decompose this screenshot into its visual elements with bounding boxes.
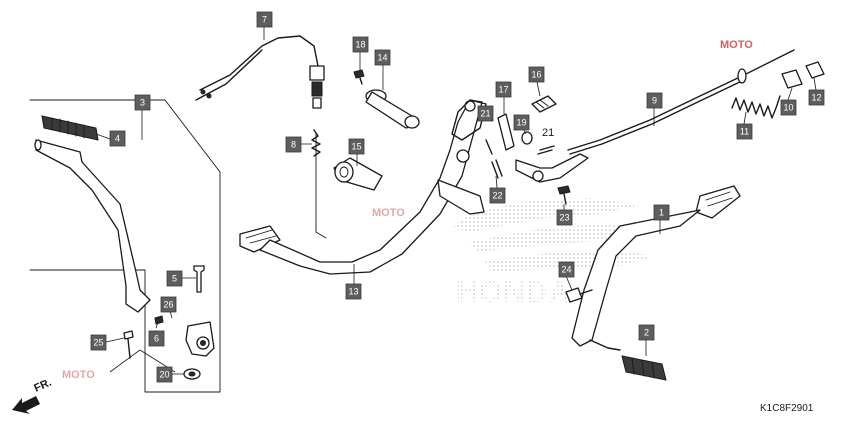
svg-text:3: 3 (140, 98, 145, 108)
svg-text:8: 8 (291, 140, 296, 150)
svg-text:25: 25 (93, 338, 103, 348)
kick-pin (193, 265, 205, 293)
callout-2[interactable]: 2 (638, 324, 655, 341)
svg-text:10: 10 (783, 103, 793, 113)
washer-20 (183, 368, 201, 380)
svg-text:1: 1 (659, 208, 664, 218)
callout-16[interactable]: 16 (528, 66, 545, 83)
svg-text:11: 11 (740, 127, 749, 137)
callout-11[interactable]: 11 (736, 123, 753, 140)
callout-20[interactable]: 20 (156, 366, 173, 383)
cotter-pin-near-pivot (485, 139, 493, 155)
callout-8[interactable]: 8 (285, 136, 302, 153)
adjusting-nut-12 (805, 61, 825, 79)
cotter-pin-22 (491, 159, 503, 179)
svg-text:MOTO: MOTO (62, 369, 95, 381)
callout-26[interactable]: 26 (160, 296, 177, 313)
svg-text:23: 23 (559, 213, 569, 223)
front-direction-label: FR. (32, 377, 53, 395)
return-spring-16 (531, 95, 557, 113)
honda-wordmark: HONDA (456, 276, 571, 309)
honda-wing-logo: HONDA (452, 198, 655, 309)
svg-text:13: 13 (348, 287, 358, 297)
callout-14[interactable]: 14 (374, 49, 391, 66)
pivot-shaft (365, 89, 420, 129)
bolt-18 (353, 69, 365, 85)
svg-text:20: 20 (159, 370, 169, 380)
callout-22[interactable]: 22 (489, 187, 506, 204)
callout-24[interactable]: 24 (558, 261, 575, 278)
svg-text:MOTO: MOTO (372, 207, 405, 219)
callout-6[interactable]: 6 (148, 330, 165, 347)
front-direction-arrow: FR. (12, 377, 53, 414)
svg-text:6: 6 (154, 334, 159, 344)
svg-text:2: 2 (644, 328, 649, 338)
callout-7[interactable]: 7 (256, 11, 273, 28)
callout-4[interactable]: 4 (109, 130, 126, 147)
joint-pin-19 (521, 131, 533, 145)
callout-9[interactable]: 9 (646, 92, 663, 109)
kick-boss (185, 321, 215, 357)
brake-rod-joint-17 (497, 113, 515, 151)
callout-19[interactable]: 19 (513, 114, 530, 131)
svg-text:26: 26 (163, 300, 173, 310)
svg-text:18: 18 (355, 40, 365, 50)
change-pedal-rubber-2 (621, 355, 667, 381)
svg-text:12: 12 (811, 93, 821, 103)
brake-spring-8 (311, 129, 327, 239)
gear-change-pedal (571, 185, 741, 351)
watermark-bottom-left: MOTO (62, 369, 95, 381)
svg-text:15: 15 (351, 142, 361, 152)
callout-3[interactable]: 3 (134, 94, 151, 111)
svg-text:14: 14 (377, 53, 387, 63)
pivot-sleeve (333, 157, 383, 191)
svg-text:19: 19 (516, 118, 526, 128)
callout-15[interactable]: 15 (348, 138, 365, 155)
callout-5[interactable]: 5 (166, 270, 183, 287)
brake-rod (515, 49, 795, 183)
diagram-code: K1C8F2901 (760, 403, 814, 414)
callout-21-box[interactable]: 21 (477, 105, 494, 122)
bolt-24 (565, 287, 593, 303)
brake-pedal (239, 99, 487, 275)
bolt-23 (557, 185, 571, 205)
svg-text:21: 21 (480, 109, 490, 119)
kick-assembly-frame (29, 99, 221, 393)
callout-25[interactable]: 25 (90, 334, 107, 351)
svg-text:5: 5 (172, 274, 177, 284)
callout-12[interactable]: 12 (808, 89, 825, 106)
joint-pin-10 (781, 69, 803, 89)
kick-rubber (41, 115, 99, 141)
watermark-center: MOTO (372, 207, 405, 219)
callout-17[interactable]: 17 (495, 81, 512, 98)
label-21[interactable]: 21 (542, 127, 554, 139)
svg-text:MOTO: MOTO (720, 39, 753, 51)
callout-13[interactable]: 13 (345, 283, 362, 300)
svg-text:7: 7 (262, 15, 267, 25)
kick-bolt-25 (123, 330, 134, 359)
svg-text:22: 22 (492, 191, 502, 201)
callout-23[interactable]: 23 (556, 209, 573, 226)
stop-switch-harness (195, 35, 325, 109)
svg-text:9: 9 (652, 96, 657, 106)
svg-text:17: 17 (498, 85, 508, 95)
svg-text:4: 4 (115, 134, 120, 144)
brake-rod-spring-11 (731, 95, 781, 119)
joint-clip-21 (537, 145, 555, 155)
svg-text:16: 16 (531, 70, 541, 80)
callout-18[interactable]: 18 (352, 36, 369, 53)
rod-collar (737, 68, 747, 84)
svg-text:21: 21 (542, 127, 554, 139)
svg-text:24: 24 (561, 265, 571, 275)
callout-10[interactable]: 10 (780, 99, 797, 116)
kick-arm (34, 139, 151, 313)
kick-bolt-6 (154, 315, 164, 325)
watermark-top-right: MOTO (720, 39, 753, 51)
callout-1[interactable]: 1 (653, 204, 670, 221)
